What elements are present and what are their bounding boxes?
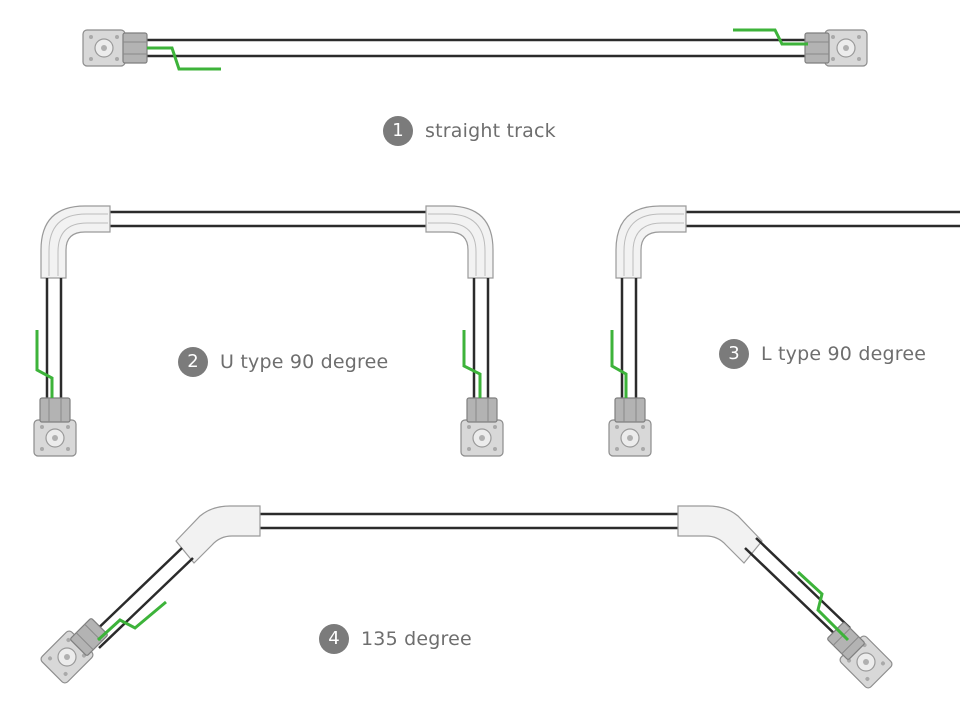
bend-left xyxy=(175,505,261,564)
adapter-left xyxy=(122,32,148,64)
motor-left xyxy=(82,29,126,67)
cable-right xyxy=(733,28,808,46)
adapter-right xyxy=(466,397,498,423)
motor-left xyxy=(33,419,77,457)
motor-right xyxy=(824,29,868,67)
bend-left xyxy=(40,205,111,279)
label-text: 135 degree xyxy=(361,628,472,650)
label-text: U type 90 degree xyxy=(220,351,389,373)
adapter-left xyxy=(614,397,646,423)
cable-right xyxy=(796,570,850,642)
cable-left xyxy=(35,330,54,398)
label-text: straight track xyxy=(425,120,556,142)
cable-left xyxy=(610,330,628,398)
angled-135-track xyxy=(38,505,895,691)
bend-right xyxy=(425,205,494,279)
step-badge: 4 xyxy=(319,624,349,654)
adapter-left xyxy=(39,397,71,423)
cable-left xyxy=(96,600,167,642)
motor-right xyxy=(460,419,504,457)
cable-left xyxy=(147,46,221,71)
label-135-degree: 4 135 degree xyxy=(319,624,472,654)
step-badge: 3 xyxy=(719,339,749,369)
straight-track xyxy=(82,28,868,71)
label-straight-track: 1 straight track xyxy=(383,116,556,146)
l-type-track xyxy=(608,205,960,457)
label-l-type: 3 L type 90 degree xyxy=(719,339,926,369)
step-badge: 2 xyxy=(178,347,208,377)
cable-right xyxy=(462,330,482,398)
label-u-type: 2 U type 90 degree xyxy=(178,347,388,377)
motor-left xyxy=(608,419,652,457)
u-type-track xyxy=(33,205,504,457)
bend-left xyxy=(615,205,687,279)
step-badge: 1 xyxy=(383,116,413,146)
bend-right xyxy=(677,505,763,564)
adapter-right xyxy=(804,32,830,64)
label-text: L type 90 degree xyxy=(761,343,927,365)
